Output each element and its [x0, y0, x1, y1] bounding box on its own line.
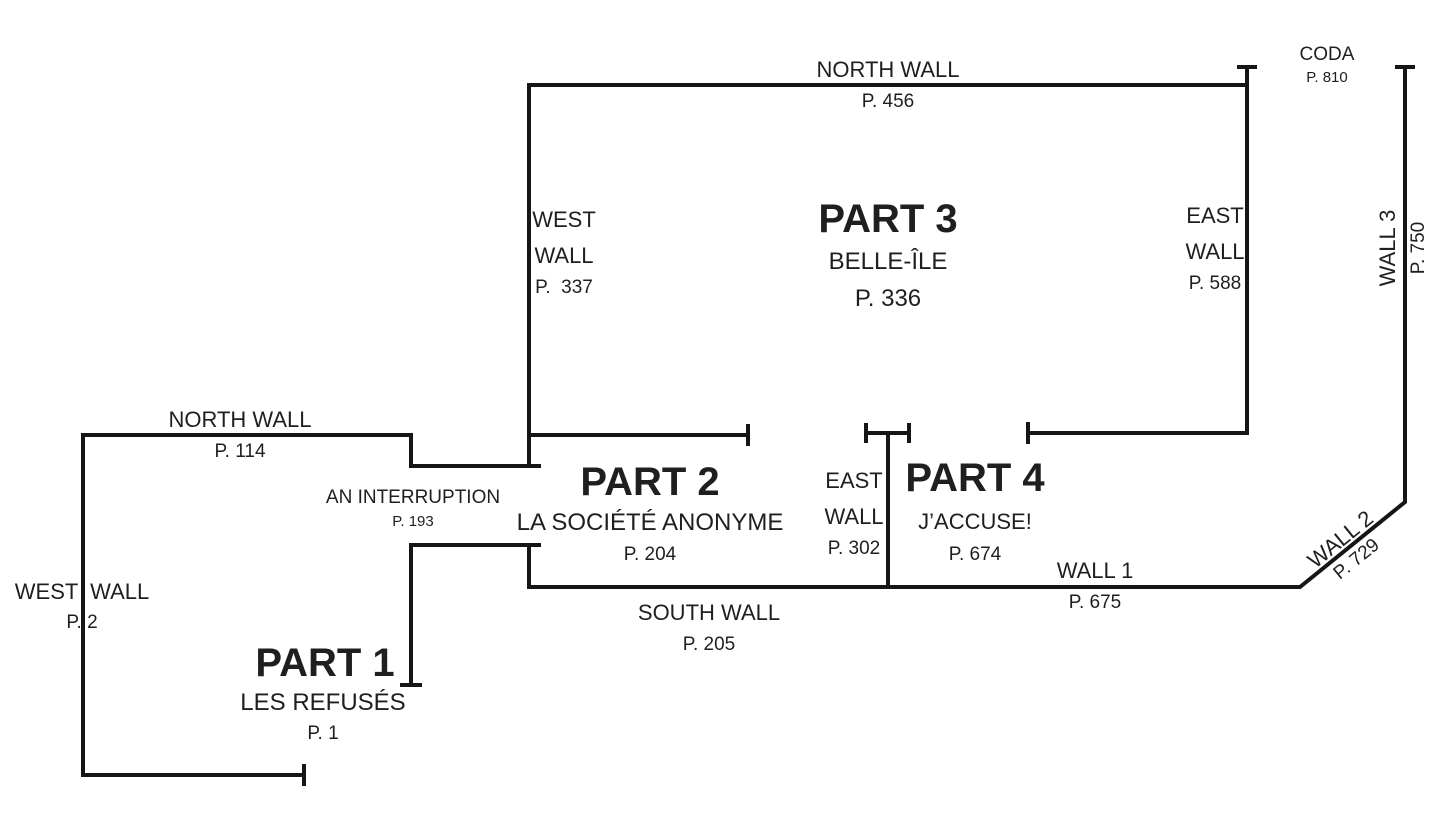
part3-north-wall-page: P. 456 — [862, 91, 914, 112]
part4-page: P. 674 — [949, 544, 1002, 565]
part1-west-wall-label: WEST WALL P. 2 — [15, 579, 149, 633]
part2-east-wall-line1: EAST — [825, 468, 882, 493]
walls — [81, 65, 1415, 786]
part3-north-wall-label: NORTH WALL P. 456 — [816, 57, 959, 112]
wall3-label: WALL 3 P. 750 — [1375, 210, 1429, 287]
wall1-page: P. 675 — [1069, 592, 1121, 613]
part2-south-wall-page: P. 205 — [683, 634, 735, 655]
part1-title: PART 1 — [255, 641, 394, 685]
part1-outline-wall — [81, 433, 541, 777]
part1-north-wall-label: NORTH WALL P. 114 — [168, 407, 311, 462]
wall3-name: WALL 3 — [1375, 210, 1400, 287]
part2-page: P. 204 — [624, 544, 677, 565]
part1-west-wall-page: P. 2 — [66, 612, 97, 633]
part3-west-and-north-wall — [527, 83, 1249, 468]
part2-east-wall-page: P. 302 — [828, 538, 880, 559]
part1-page: P. 1 — [307, 723, 338, 744]
part1-subtitle: LES REFUSÉS — [240, 689, 405, 716]
part2-south-wall-name: SOUTH WALL — [638, 600, 780, 625]
interruption-lower-wall — [409, 543, 541, 687]
part3-subtitle: BELLE-ÎLE — [829, 248, 948, 275]
wall1-label: WALL 1 P. 675 — [1057, 558, 1134, 613]
interruption-label: AN INTERRUPTION P. 193 — [326, 487, 500, 530]
part1-north-wall-name: NORTH WALL — [168, 407, 311, 432]
coda-label: CODA P. 810 — [1300, 44, 1355, 86]
part1-west-wall-name: WEST WALL — [15, 579, 149, 604]
wall1-name: WALL 1 — [1057, 558, 1134, 583]
part1-north-wall-page: P. 114 — [214, 441, 266, 462]
part4-title: PART 4 — [905, 456, 1045, 500]
part2-south-wall-label: SOUTH WALL P. 205 — [638, 600, 780, 655]
part2-label: PART 2 LA SOCIÉTÉ ANONYME P. 204 — [517, 460, 784, 565]
part2-subtitle: LA SOCIÉTÉ ANONYME — [517, 509, 784, 536]
part3-west-wall-label: WEST WALL P. 337 — [532, 207, 596, 298]
part3-east-wall-label: EAST WALL P. 588 — [1185, 203, 1244, 294]
part3-title: PART 3 — [818, 197, 957, 241]
part3-west-wall-line1: WEST — [532, 207, 596, 232]
part3-west-wall-line2: WALL — [534, 243, 593, 268]
interruption-name: AN INTERRUPTION — [326, 487, 500, 508]
part3-east-wall-line2: WALL — [1185, 239, 1244, 264]
part2-east-wall-line2: WALL — [824, 504, 883, 529]
part1-label: PART 1 LES REFUSÉS P. 1 — [240, 641, 405, 744]
part4-subtitle: J’ACCUSE! — [918, 509, 1032, 534]
part3-east-wall-page: P. 588 — [1189, 273, 1241, 294]
part3-west-wall-page: P. 337 — [535, 277, 593, 298]
part2-east-wall-label: EAST WALL P. 302 — [824, 468, 883, 559]
part3-page: P. 336 — [855, 285, 921, 312]
part2-title: PART 2 — [580, 460, 719, 504]
part3-east-wall-line1: EAST — [1186, 203, 1243, 228]
interruption-page: P. 193 — [392, 513, 433, 530]
wall2-label: WALL 2 P. 729 — [1303, 505, 1384, 584]
wall3-page: P. 750 — [1408, 222, 1429, 274]
part4-label: PART 4 J’ACCUSE! P. 674 — [905, 456, 1045, 565]
part3-label: PART 3 BELLE-ÎLE P. 336 — [818, 197, 957, 312]
part2-south-wall — [527, 65, 1407, 589]
coda-title: CODA — [1300, 44, 1355, 65]
part3-north-wall-name: NORTH WALL — [816, 57, 959, 82]
coda-page: P. 810 — [1306, 69, 1347, 86]
